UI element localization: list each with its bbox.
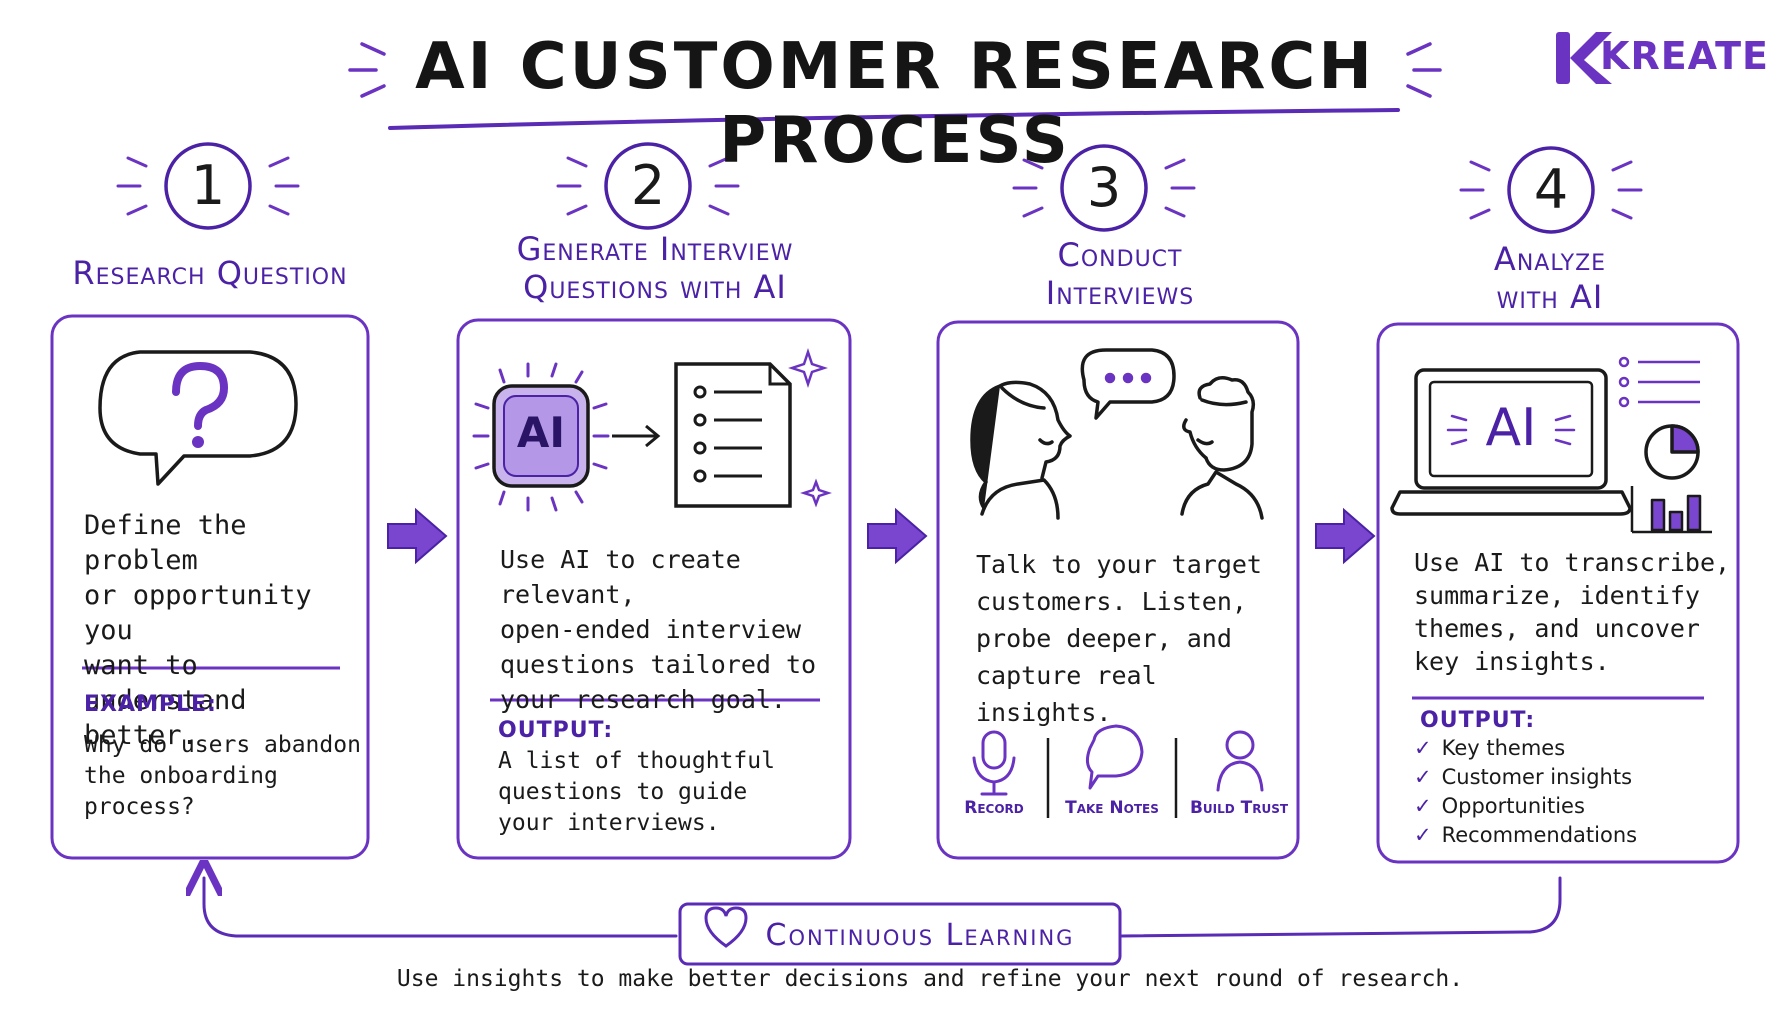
- step-2-output-label: OUTPUT:: [498, 718, 614, 743]
- step-4-output-label: OUTPUT:: [1420, 708, 1536, 733]
- tool-take-notes-label: Take Notes: [1065, 798, 1159, 818]
- step-2-output-text: A list of thoughtful questions to guide …: [498, 748, 775, 836]
- step-2-heading: Generate Interview Questions with AI: [516, 230, 794, 306]
- footer-note: Use insights to make better decisions an…: [396, 966, 1464, 992]
- ai-chip-label: AI: [516, 408, 566, 457]
- kreate-logo-icon: [1556, 32, 1612, 84]
- person-icon: [1216, 730, 1264, 792]
- step-3-heading: Conduct Interviews: [1045, 236, 1195, 312]
- step-2-number: 2: [630, 154, 666, 217]
- title-underline: [388, 108, 1400, 130]
- feedback-loop-arrow: [204, 878, 1562, 938]
- checklist-item: ✓Recommendations: [1414, 823, 1638, 847]
- page-title: AI CUSTOMER RESEARCH PROCESS: [415, 30, 1375, 178]
- speech-bubble-icon: [1085, 724, 1144, 790]
- microphone-icon: [972, 730, 1016, 796]
- step-4-description: Use AI to transcribe, summarize, identif…: [1414, 548, 1731, 676]
- check-icon: ✓: [1414, 765, 1432, 789]
- step-4-heading: Analyze with AI: [1493, 240, 1607, 316]
- step-1-example-label: EXAMPLE:: [84, 692, 217, 717]
- question-speech-bubble-icon: [98, 350, 298, 486]
- step-4-number: 4: [1533, 158, 1569, 221]
- step-circles: [164, 142, 1595, 234]
- check-icon: ✓: [1414, 794, 1432, 818]
- step-4-checklist: ✓Key themes ✓Customer insights ✓Opportun…: [1414, 734, 1714, 850]
- step-1-example-text: Why do users abandon the onboarding proc…: [84, 732, 361, 820]
- step-1-description: Define the problem or opportunity you wa…: [84, 510, 312, 751]
- tool-record-label: Record: [964, 798, 1024, 818]
- check-icon: ✓: [1414, 736, 1432, 760]
- laptop-ai-label: AI: [1485, 398, 1537, 458]
- step-sparks: [116, 156, 1643, 220]
- title-sparks-left: [348, 42, 386, 98]
- tool-separators: [1046, 738, 1178, 818]
- two-people-talking-icon: [970, 348, 1264, 520]
- step-3-number: 3: [1086, 156, 1122, 219]
- step-1-heading: Research Question: [72, 254, 348, 292]
- check-icon: ✓: [1414, 823, 1432, 847]
- laptop-ai-analytics-icon: [1390, 356, 1712, 534]
- brand-name: KREATE: [1600, 34, 1770, 78]
- checklist-item: ✓Customer insights: [1414, 765, 1633, 789]
- flow-arrows: [387, 507, 1376, 565]
- step-1-number: 1: [190, 154, 226, 217]
- step-cards: [50, 314, 1740, 864]
- title-sparks-right: [1406, 42, 1442, 98]
- checklist-item: ✓Opportunities: [1414, 794, 1585, 818]
- tool-build-trust-label: Build Trust: [1189, 798, 1289, 818]
- continuous-learning-label: Continuous Learning: [765, 918, 1075, 953]
- step-2-description: Use AI to create relevant, open-ended in…: [500, 545, 817, 714]
- loop-label-box: [678, 902, 1122, 966]
- heart-icon: [704, 906, 748, 948]
- step-3-description: Talk to your target customers. Listen, p…: [976, 550, 1262, 727]
- checklist-item: ✓Key themes: [1414, 736, 1566, 760]
- card-dividers: [82, 666, 1704, 702]
- ai-chip-to-document-icon: [472, 348, 832, 512]
